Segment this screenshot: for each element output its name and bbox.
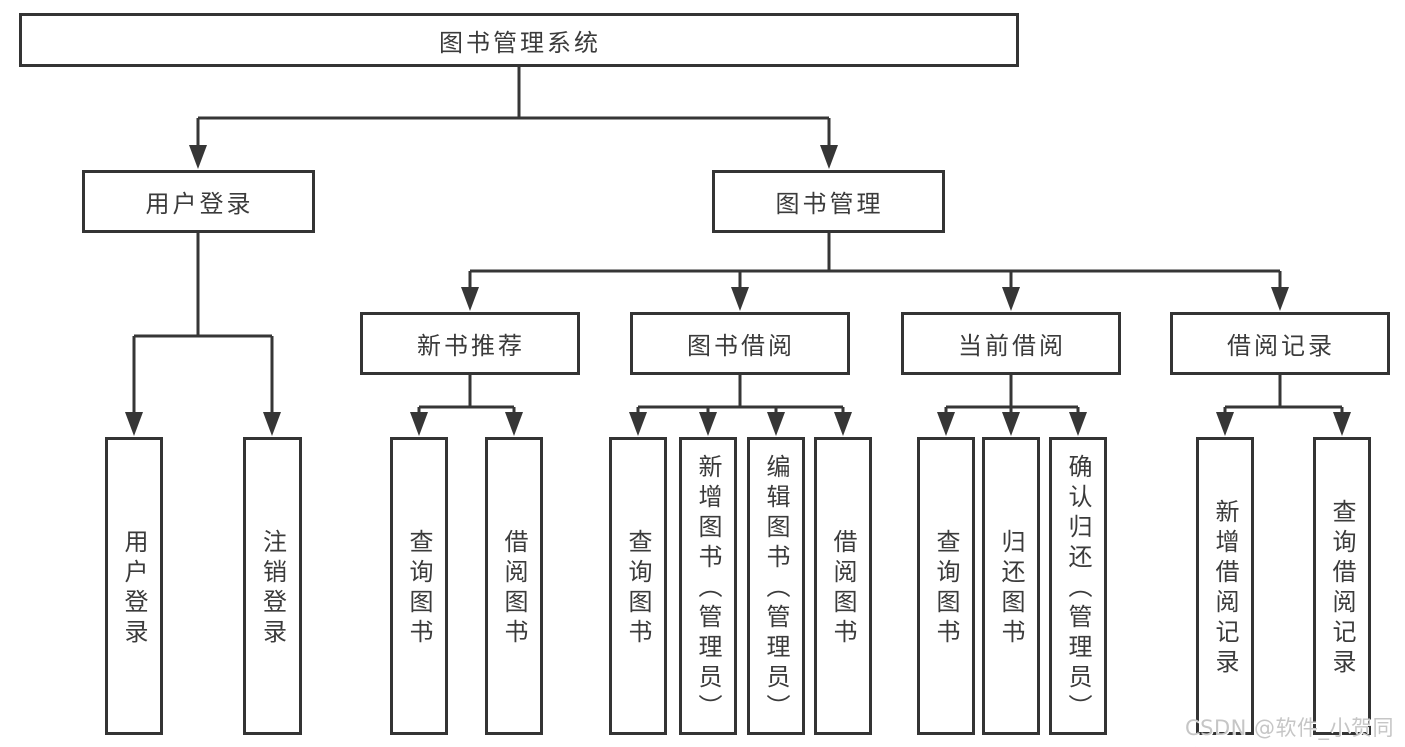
node-label: 注销登录 bbox=[258, 529, 287, 649]
node-label: 借阅记录 bbox=[1227, 332, 1335, 360]
node-label: 借阅图书 bbox=[500, 529, 528, 649]
node-label: 归还图书 bbox=[997, 529, 1025, 649]
node-edit-books-admin: 编辑图书（管理员） bbox=[747, 437, 805, 735]
node-label: 图书借阅 bbox=[687, 332, 795, 360]
node-label: 查询图书 bbox=[624, 529, 652, 649]
node-book-management: 图书管理 bbox=[712, 170, 945, 233]
node-borrow-books: 借阅图书 bbox=[814, 437, 872, 735]
node-query-books-current: 查询图书 bbox=[917, 437, 975, 735]
node-label: 用户登录 bbox=[120, 529, 148, 649]
node-label: 用户登录 bbox=[145, 190, 254, 218]
node-add-books-admin: 新增图书（管理员） bbox=[679, 437, 737, 735]
node-label: 查询图书 bbox=[932, 529, 960, 649]
node-label: 借阅图书 bbox=[829, 529, 857, 649]
node-label: 图书管理 bbox=[775, 190, 884, 218]
node-user-login: 用户登录 bbox=[82, 170, 315, 233]
node-label: 确认归还（管理员） bbox=[1064, 454, 1092, 724]
node-add-borrow-record: 新增借阅记录 bbox=[1196, 437, 1254, 735]
node-label: 编辑图书（管理员） bbox=[762, 454, 790, 724]
node-label: 当前借阅 bbox=[958, 332, 1066, 360]
node-query-books-recommend: 查询图书 bbox=[390, 437, 448, 735]
node-user-login-leaf: 用户登录 bbox=[105, 437, 163, 735]
node-library-management-system: 图书管理系统 bbox=[19, 13, 1019, 67]
node-label: 新增图书（管理员） bbox=[694, 454, 722, 724]
node-query-borrow-record: 查询借阅记录 bbox=[1313, 437, 1371, 735]
node-logout: 注销登录 bbox=[243, 437, 302, 735]
node-return-books: 归还图书 bbox=[982, 437, 1040, 735]
node-query-books-borrowing: 查询图书 bbox=[609, 437, 667, 735]
node-label: 查询图书 bbox=[405, 529, 433, 649]
node-label: 新书推荐 bbox=[417, 332, 525, 360]
node-current-borrowing: 当前借阅 bbox=[901, 312, 1121, 375]
node-book-borrowing: 图书借阅 bbox=[630, 312, 850, 375]
node-label: 查询借阅记录 bbox=[1328, 499, 1356, 679]
node-borrow-books-recommend: 借阅图书 bbox=[485, 437, 543, 735]
node-borrowing-records: 借阅记录 bbox=[1170, 312, 1390, 375]
csdn-watermark: CSDN @软件_小贺同学 bbox=[1185, 716, 1395, 747]
node-new-book-recommendation: 新书推荐 bbox=[360, 312, 580, 375]
node-label: 新增借阅记录 bbox=[1211, 499, 1239, 679]
node-confirm-return-admin: 确认归还（管理员） bbox=[1049, 437, 1107, 735]
node-label: 图书管理系统 bbox=[439, 28, 601, 57]
